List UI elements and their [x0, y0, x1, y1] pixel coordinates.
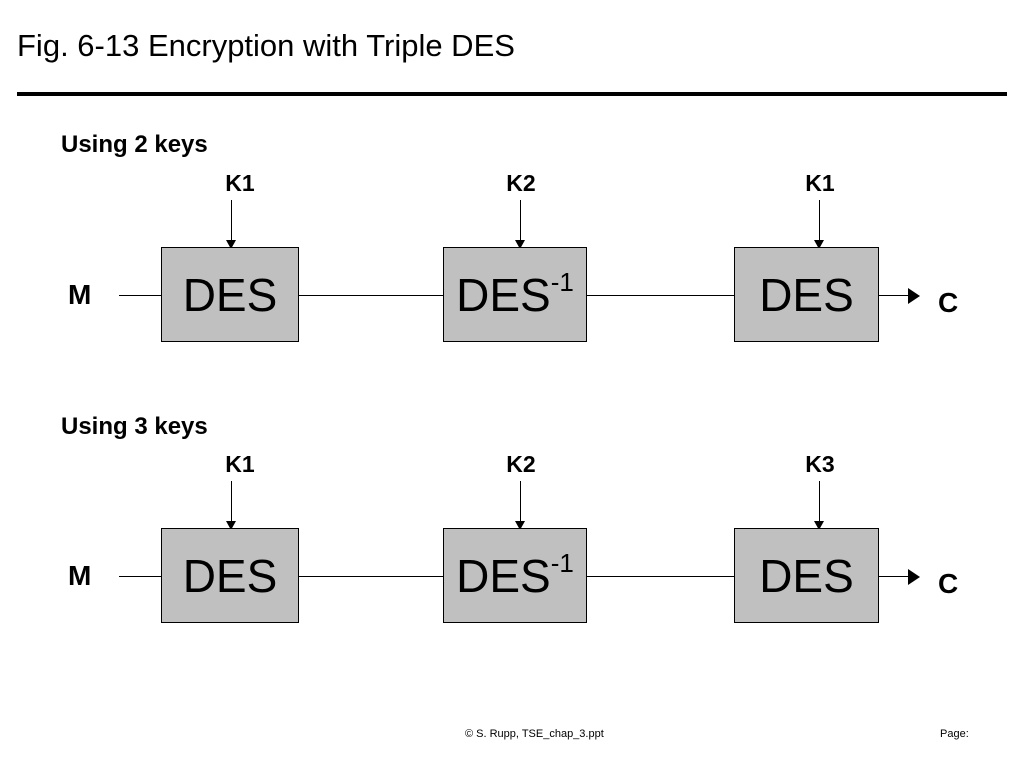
box-label: DES — [182, 549, 278, 602]
output-arrow-icon — [908, 288, 920, 304]
input-line — [119, 295, 161, 296]
key-label: K3 — [805, 451, 835, 477]
output-line — [879, 576, 909, 577]
input-label: M — [68, 279, 92, 310]
key-label: K2 — [506, 451, 536, 477]
key-label: K1 — [225, 451, 255, 477]
key-label: K2 — [506, 170, 536, 196]
input-line — [119, 576, 161, 577]
key-arrow — [226, 200, 236, 249]
connector-line — [587, 295, 734, 296]
key-label: K1 — [225, 170, 255, 196]
box-label: DES — [182, 268, 278, 321]
key-arrow — [814, 200, 824, 249]
des-box: DES — [161, 247, 299, 342]
box-label: DES-1 — [456, 547, 574, 602]
diagram-2-keys: M K1 DES K2 DES-1 K1 DES C — [0, 169, 1024, 342]
box-label: DES — [759, 268, 854, 321]
key-label: K1 — [805, 170, 835, 196]
key-arrow — [515, 200, 525, 249]
title-rule — [17, 92, 1007, 96]
des-inverse-box: DES-1 — [443, 247, 587, 342]
output-label: C — [938, 568, 959, 599]
input-label: M — [68, 560, 92, 591]
output-line — [879, 295, 909, 296]
key-arrow — [814, 481, 824, 530]
key-arrow — [515, 481, 525, 530]
diagram-3-keys: M K1 DES K2 DES-1 K3 DES C — [0, 450, 1024, 623]
page-title: Fig. 6-13 Encryption with Triple DES — [17, 28, 515, 63]
box-label: DES-1 — [456, 266, 574, 321]
des-box: DES — [734, 247, 879, 342]
des-inverse-box: DES-1 — [443, 528, 587, 623]
connector-line — [587, 576, 734, 577]
des-box: DES — [161, 528, 299, 623]
footer-copyright: © S. Rupp, TSE_chap_3.ppt — [465, 728, 604, 740]
connector-line — [299, 576, 443, 577]
output-label: C — [938, 287, 959, 318]
output-arrow-icon — [908, 569, 920, 585]
footer-page: Page: — [940, 728, 969, 740]
heading-3-keys: Using 3 keys — [61, 413, 208, 440]
connector-line — [299, 295, 443, 296]
des-box: DES — [734, 528, 879, 623]
key-arrow — [226, 481, 236, 530]
heading-2-keys: Using 2 keys — [61, 131, 208, 158]
box-label: DES — [759, 549, 854, 602]
